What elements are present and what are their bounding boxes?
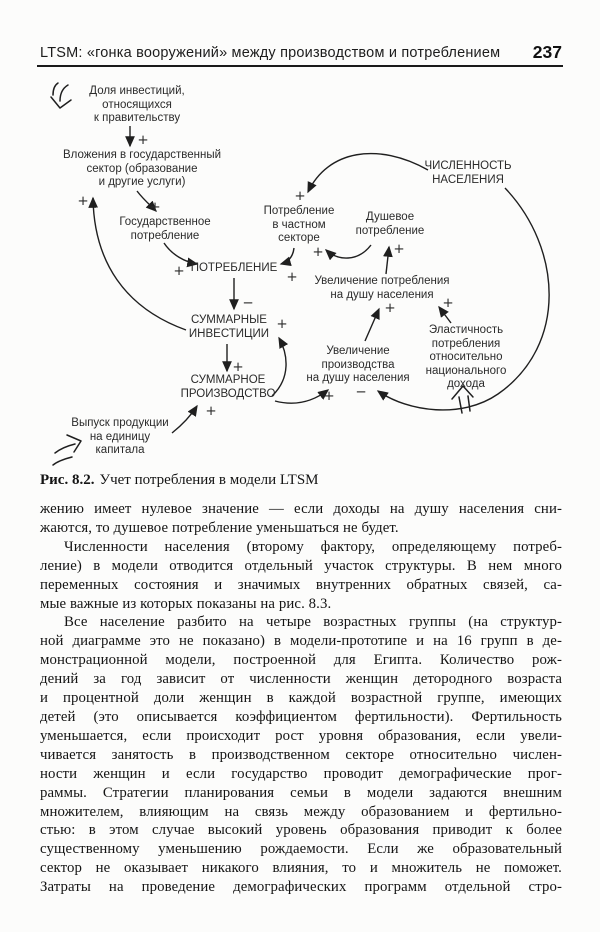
causal-loop-diagram-arrows [50,82,550,466]
text-line: ности женщин и если государство проводит… [40,765,562,782]
text-line: детей (это описывается коэффициентом фер… [40,708,562,725]
text-line: чивается занятость в производственном се… [40,746,562,763]
edge-prodincrease-to-consincrease [364,307,380,342]
polarity-sign: + [393,241,405,257]
text-line: множителем, влияющим на связь между обра… [40,803,562,820]
text-line: мые важные из которых показаны на рис. 8… [40,595,332,612]
polarity-sign: − [242,295,254,311]
polarity-sign: + [232,359,244,375]
text-line: уменьшается, если происходит рост уровня… [40,727,562,744]
figure-caption-label: Рис. 8.2. [40,472,95,488]
node-private-sector-consumption: Потребление в частном секторе [263,205,335,244]
figure-caption-text: Учет потребления в модели LTSM [99,472,319,488]
polarity-sign: + [294,188,306,204]
page-number: 237 [532,42,562,62]
exogenous-input-arrow-icon [52,434,82,466]
node-consumption-elasticity: Эластичность потребления относительно на… [425,324,507,390]
text-line: жаются, то душевое потребление уменьшать… [40,519,399,536]
exogenous-input-arrow-icon [451,385,474,414]
text-line: ной диаграмме это не показано) в модели-… [40,633,562,650]
node-investment-share-government: Доля инвестиций, относящихся к правитель… [89,85,185,124]
text-line: переменных состояния и значимых внутренн… [40,576,562,593]
polarity-sign: + [173,263,185,279]
polarity-sign: + [77,193,89,209]
text-line: стью: в этом случае высокий уровень обра… [40,822,562,839]
node-government-consumption: Государственное потребление [119,216,211,242]
body-text: жению имеет нулевое значение — если дохо… [40,500,562,897]
polarity-sign: + [205,403,217,419]
edge-population-to-privcons [307,152,429,194]
node-production-increase-per-capita: Увеличение производства на душу населени… [306,345,410,384]
running-head-title: LTSM: «гонка вооружений» между производс… [40,45,501,61]
polarity-sign: + [286,269,298,285]
text-line: Затраты на проведение демографических пр… [40,879,562,896]
edge-totalprod-to-prodincrease [274,389,330,404]
polarity-sign: − [355,384,367,400]
polarity-sign: + [149,199,161,215]
edge-percapita-to-privcons [324,244,372,261]
node-total-investments: СУММАРНЫЕ ИНВЕСТИЦИИ [188,314,270,340]
node-output-per-unit-of-capital: Выпуск продукции на единицу капитала [71,417,169,456]
text-line: раммы. Стратегии планирования семьи в мо… [40,784,562,801]
polarity-sign: + [384,300,396,316]
polarity-sign: + [442,295,454,311]
text-line: жению имеет нулевое значение — если дохо… [40,501,562,517]
edge-arrows [88,126,550,434]
edge-output-to-totalprod [171,404,198,434]
edge-consincrease-to-percapita [383,245,393,275]
text-line: Численности населения (второму фактору, … [64,538,562,555]
polarity-sign: + [323,388,335,404]
edge-privcons-to-consumption [279,247,295,267]
edge-elasticity-to-consincrease [438,305,452,324]
polarity-sign: + [137,132,149,148]
edge-govcons-to-consumption [163,242,199,268]
text-line: ление) в модели отводится отдельный учас… [40,557,562,574]
exogenous-input-arrow-icon [50,82,72,109]
node-consumption: ПОТРЕБЛЕНИЕ [190,262,278,274]
text-line: дений за год зависит от численности женщ… [40,671,562,688]
figure-caption: Рис. 8.2.Учет потребления в модели LTSM [40,472,319,489]
edge-population-to-prodincrease [376,187,550,411]
text-line: монстрационной модели, построенной для Е… [40,652,562,669]
edge-totalinv-to-govinvest [88,196,187,331]
polarity-sign: + [276,316,288,332]
edge-totalprod-to-totalinv [271,336,289,397]
header-rule [37,65,563,67]
node-government-investments: Вложения в государственный сектор (образ… [62,149,222,188]
edge-govinvest-to-govcons [136,190,157,212]
node-total-production: СУММАРНОЕ ПРОИЗВОДСТВО [180,374,276,400]
node-population: ЧИСЛЕННОСТЬ НАСЕЛЕНИЯ [424,160,512,186]
node-consumption-increase-per-capita: Увеличение потребления на душу населения [314,275,450,301]
text-line: существенному уменьшению рождаемости. Ес… [40,841,562,858]
text-line: и процентной доли женщин в каждой возрас… [40,690,562,707]
node-per-capita-consumption: Душевое потребление [355,211,425,237]
polarity-sign: + [312,244,324,260]
text-line: сектор не оказывает никакого влияния, то… [40,860,562,877]
text-line: Все население разбито на четыре возрастн… [64,614,562,631]
